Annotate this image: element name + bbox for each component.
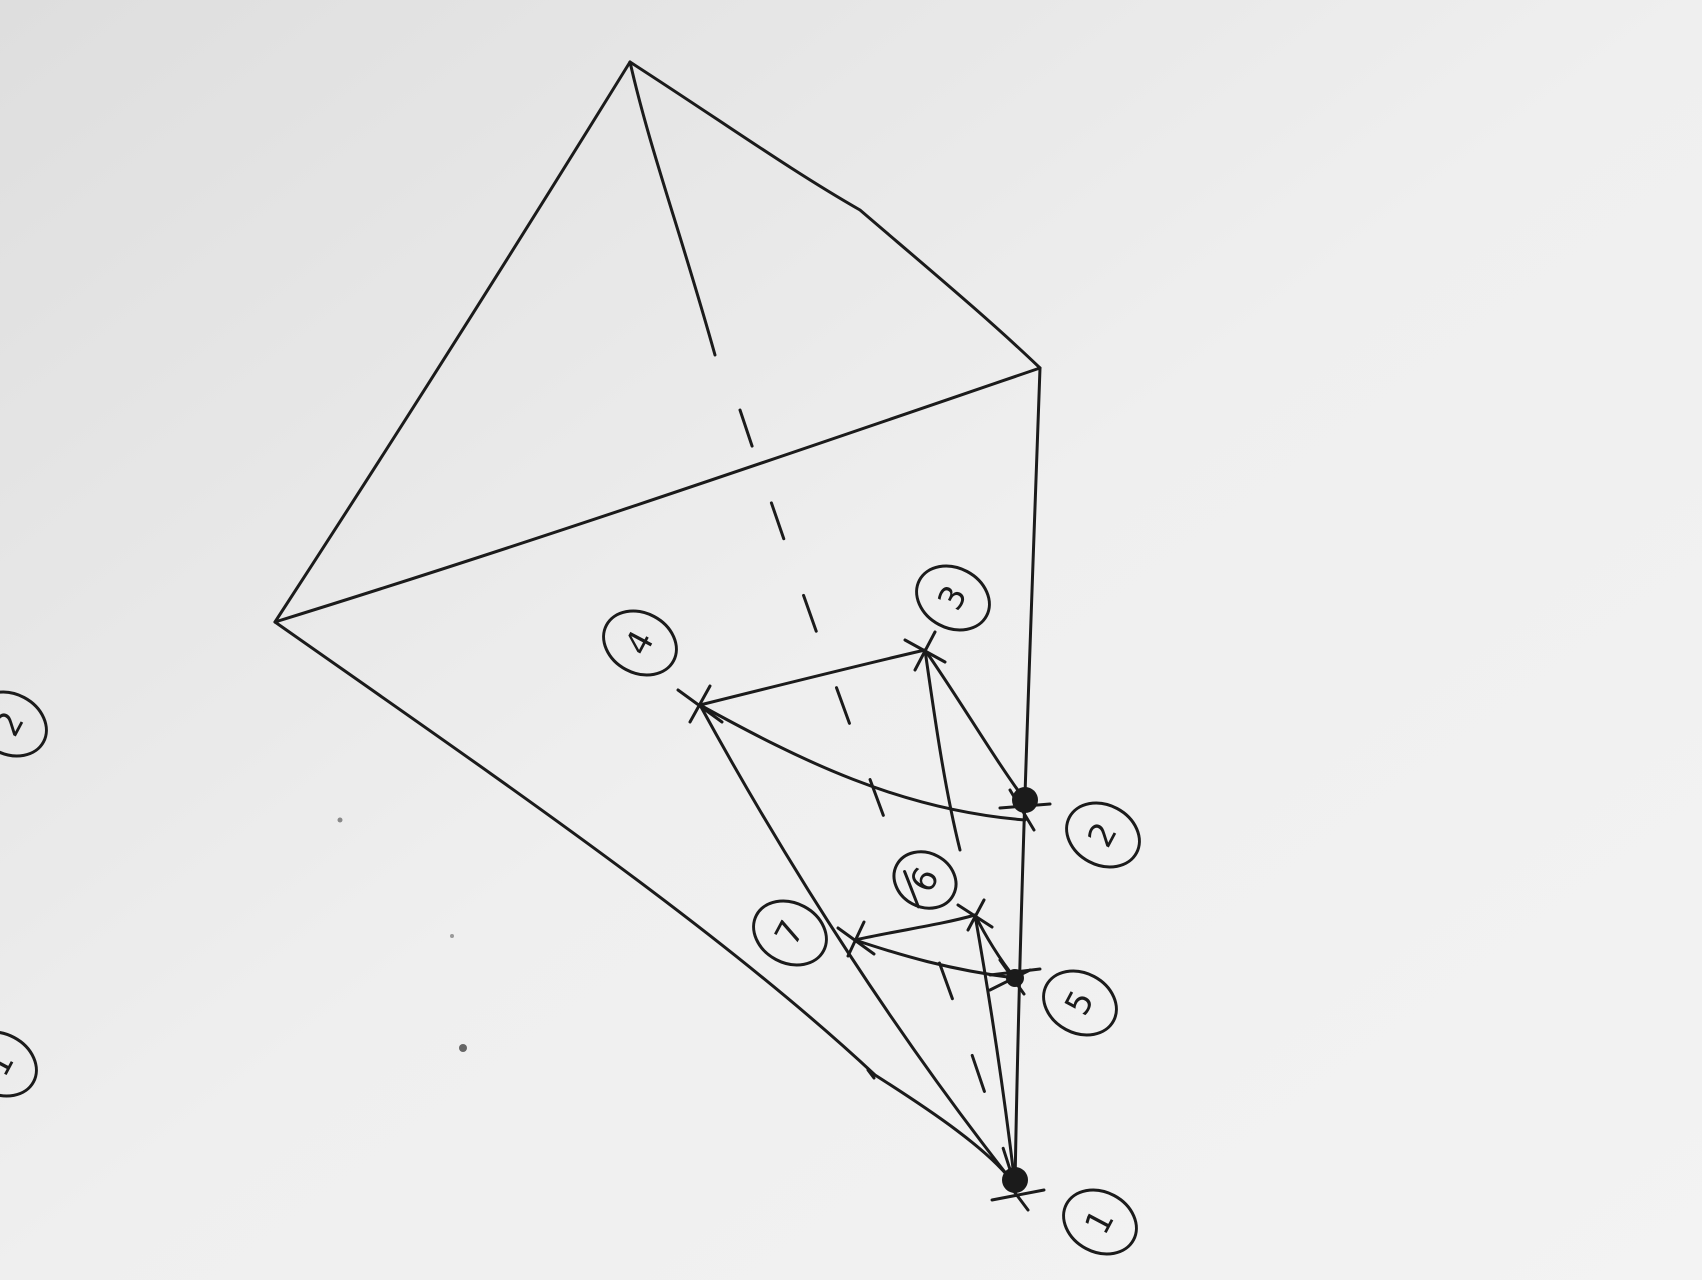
paper-speck <box>337 817 343 823</box>
hidden-edge-solid <box>628 60 717 357</box>
point-3-mark <box>903 630 947 672</box>
outer-tetrahedron <box>273 60 1042 1187</box>
paper-speck <box>459 1044 467 1052</box>
point-5-dot <box>1006 969 1024 987</box>
point-6-mark <box>956 898 994 932</box>
upper-inner-triangle <box>698 648 1027 852</box>
edge-4-3 <box>698 648 927 707</box>
point-1-dot <box>1002 1167 1028 1193</box>
edge-apex-left <box>273 60 632 624</box>
edge-4-2 <box>698 703 1027 822</box>
edge-apex-right <box>628 60 1042 370</box>
edge-left-right <box>273 366 1042 624</box>
point-4-mark <box>676 684 724 724</box>
edge-7-6 <box>853 913 977 942</box>
edge-6-1 <box>973 913 1017 1187</box>
point-7-mark <box>836 920 876 958</box>
hidden-edge-dashed <box>738 408 1017 1187</box>
edge-right-bottom <box>1013 366 1042 1187</box>
edge-left-bottom <box>273 620 1017 1187</box>
paper-speck <box>450 934 454 938</box>
edge-tick <box>866 1068 876 1080</box>
edge-3-6 <box>923 648 962 852</box>
point-2-dot <box>1012 787 1038 813</box>
edge-3-2 <box>923 648 1027 802</box>
